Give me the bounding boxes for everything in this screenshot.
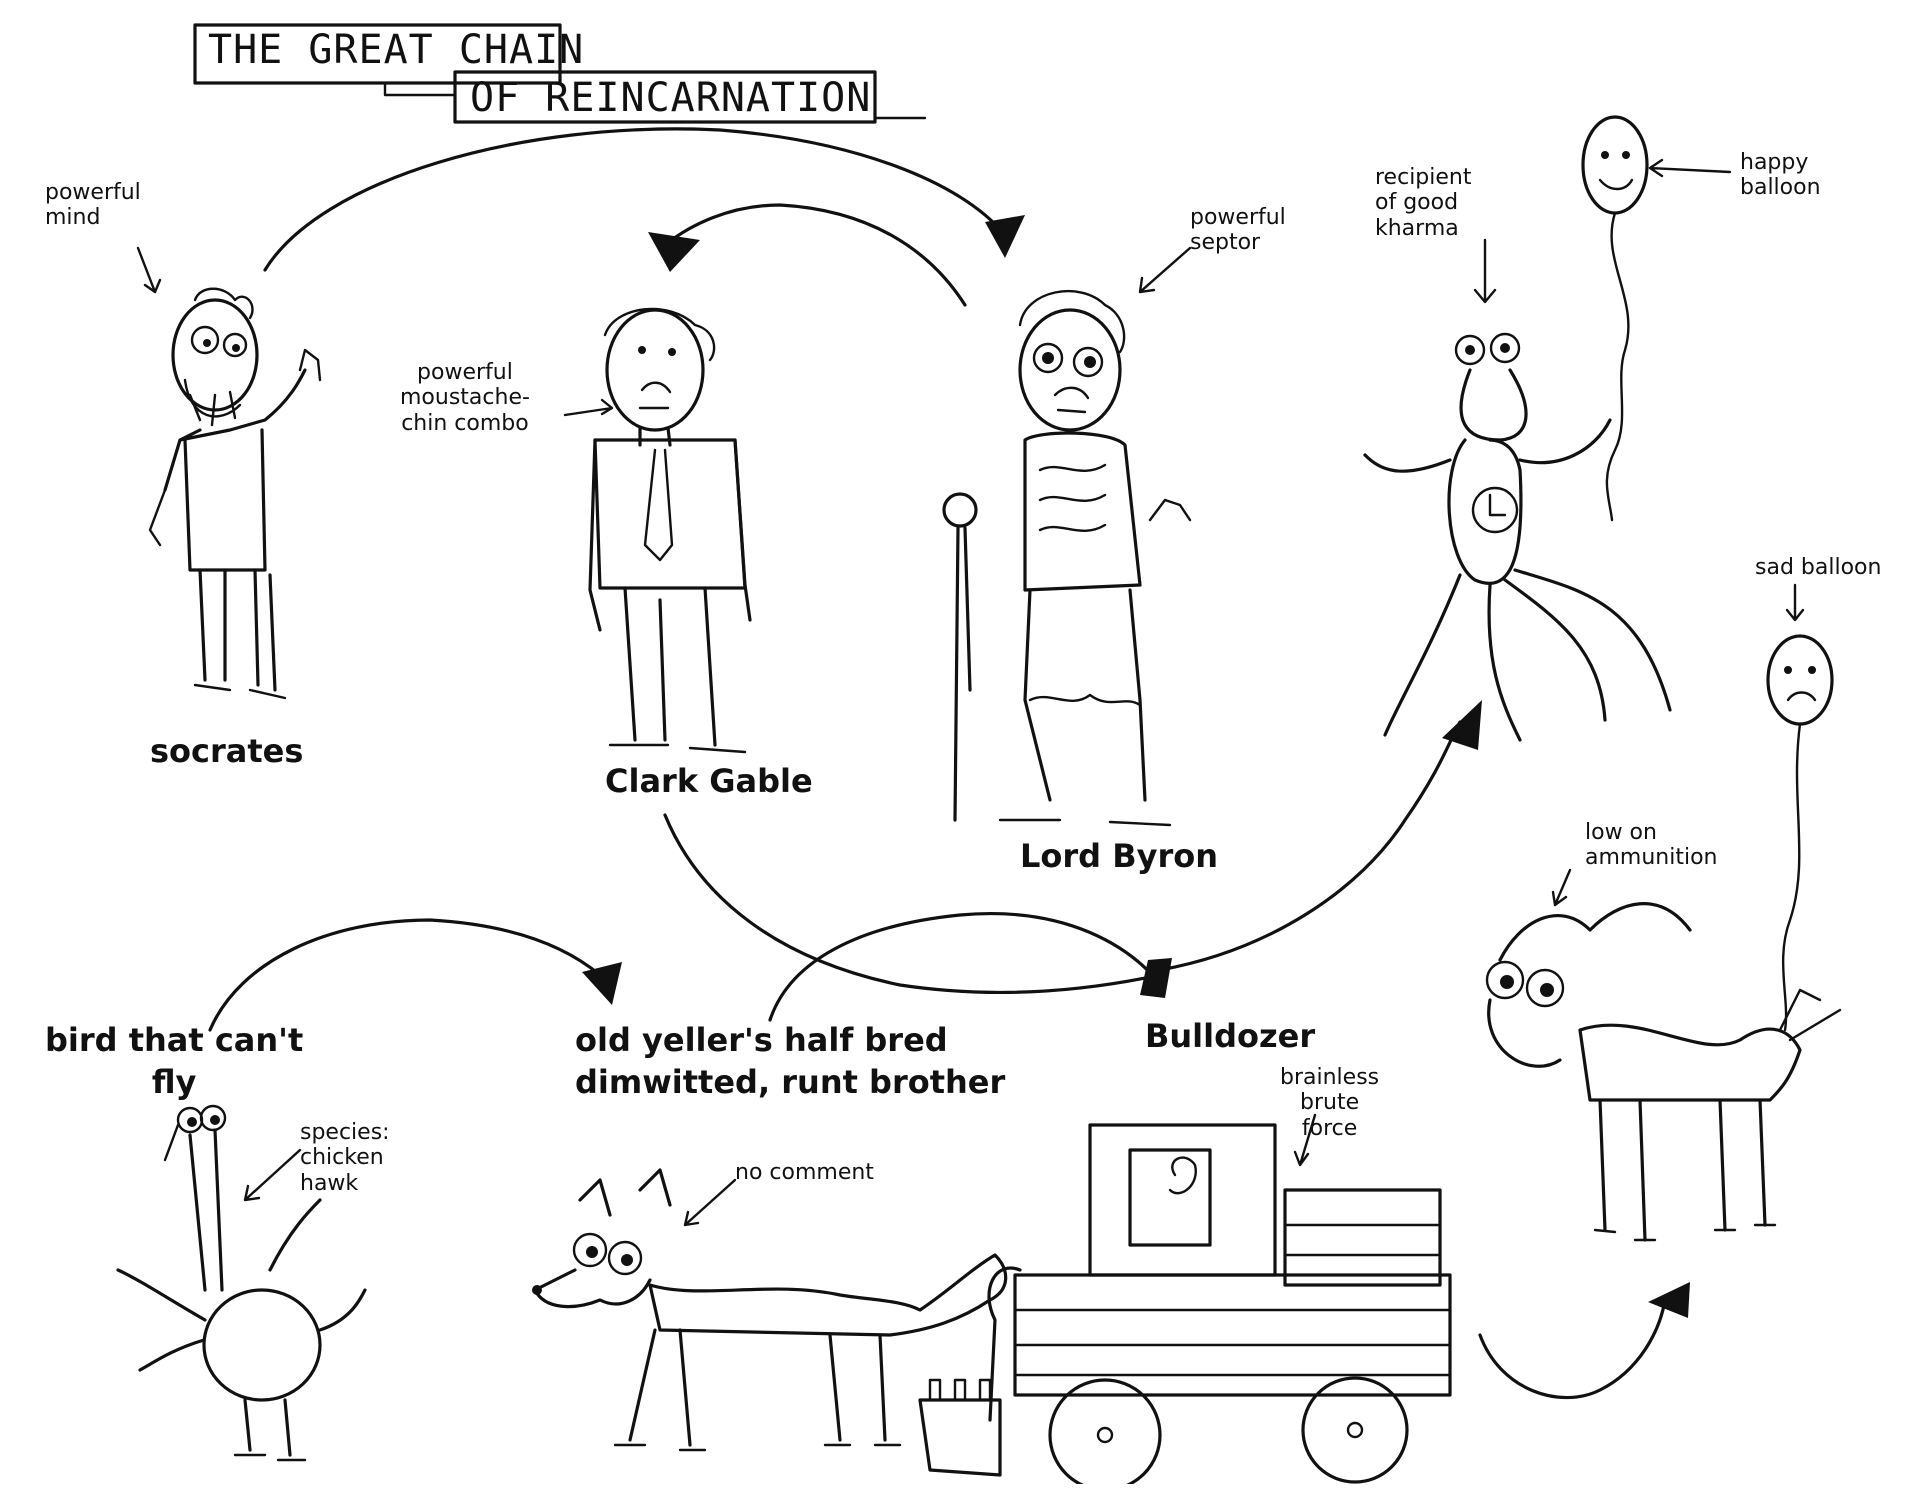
clark-gable-annotation: powerful moustache- chin combo — [400, 360, 530, 436]
reincarnation-arrows — [208, 127, 1690, 1400]
annotation-pointers — [136, 158, 1805, 1227]
lord-byron-annotation: powerful septor — [1190, 205, 1286, 256]
bird-name: bird that can't fly — [45, 1021, 304, 1101]
socrates-name: socrates — [150, 732, 304, 770]
happy-balloon-annotation: happy balloon — [1740, 150, 1821, 201]
socrates-figure — [148, 287, 322, 700]
arrowhead — [1648, 1282, 1690, 1318]
bird-annotation: species: chicken hawk — [300, 1120, 390, 1196]
alien-annotation: recipient of good kharma — [1375, 165, 1472, 241]
lord-byron-name: Lord Byron — [1020, 837, 1218, 875]
bulldozer-figure — [918, 1123, 1452, 1489]
dog-name: old yeller's half bred dimwitted, runt b… — [575, 1021, 1006, 1101]
clark-gable-figure — [588, 307, 752, 754]
lord-byron-figure — [942, 290, 1192, 827]
alien-figure — [1363, 332, 1672, 742]
happy-balloon — [1581, 115, 1649, 522]
arrow-byron-to-gable — [663, 203, 967, 307]
arrow-gable-to-bulldozer — [663, 813, 1162, 995]
arrow-bulldozer-to-goat — [1478, 1298, 1667, 1400]
goat-figure — [1485, 902, 1842, 1242]
dog-figure — [532, 1168, 1008, 1452]
arrow-dog-to-alien — [768, 912, 1157, 1022]
arrowhead — [985, 215, 1025, 258]
arrowhead — [648, 232, 700, 272]
arrow-bulldozer-to-alien — [1158, 720, 1462, 972]
goat-annotation: low on ammunition — [1585, 820, 1718, 871]
arrow-bird-to-dog — [208, 918, 602, 1032]
arrowhead — [582, 962, 622, 1005]
title-frame — [193, 23, 927, 124]
bird-figure — [116, 1104, 367, 1462]
arrow-socrates-to-byron — [263, 127, 1007, 272]
sad-balloon-annotation: sad balloon — [1755, 555, 1882, 580]
sad-balloon — [1766, 634, 1834, 1032]
title-line-1: THE GREAT CHAIN — [208, 27, 585, 73]
socrates-annotation: powerful mind — [45, 180, 141, 231]
arrowhead — [1442, 700, 1482, 750]
title-line-2: OF REINCARNATION — [470, 75, 872, 121]
bulldozer-name: Bulldozer — [1145, 1017, 1316, 1055]
bulldozer-annotation: brainless brute force — [1280, 1065, 1380, 1141]
clark-gable-name: Clark Gable — [605, 762, 813, 800]
dog-annotation: no comment — [735, 1160, 874, 1185]
